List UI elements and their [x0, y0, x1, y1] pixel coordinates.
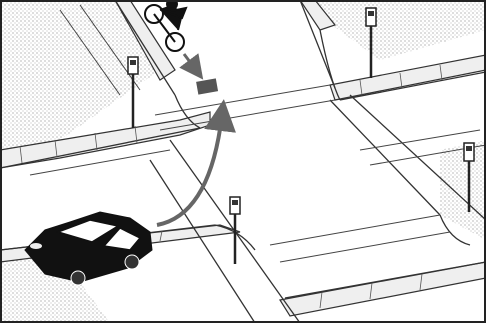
intersection-scene	[0, 0, 486, 323]
intersection-illustration	[0, 0, 486, 323]
